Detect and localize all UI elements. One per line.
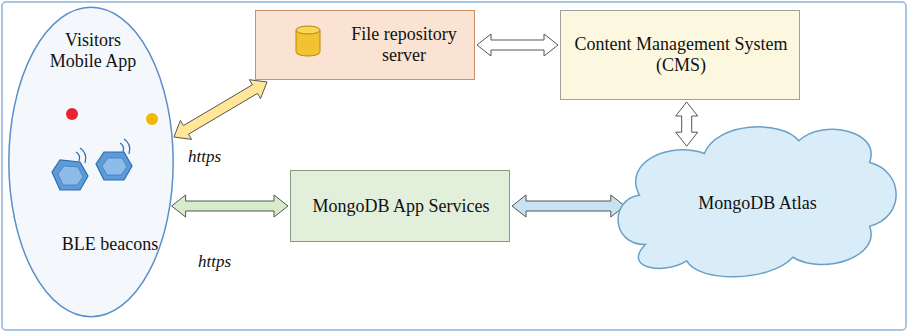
double-arrow	[477, 34, 558, 56]
services-box: MongoDB App Services	[290, 170, 510, 242]
atlas-cloud: MongoDB Atlas	[610, 108, 905, 290]
protocol-label: https	[186, 147, 223, 167]
cms-box: Content Management System (CMS)	[560, 10, 800, 100]
protocol-label: https	[196, 252, 233, 272]
server-box: File repository server	[255, 10, 475, 80]
node-title: MongoDB Atlas	[610, 193, 905, 214]
node-title: File repository server	[336, 24, 472, 66]
node-title: MongoDB App Services	[291, 196, 511, 217]
node-title: Content Management System (CMS)	[561, 34, 801, 76]
app-ellipse: Visitors Mobile AppBLE beacons	[8, 6, 174, 318]
double-arrow	[172, 195, 288, 217]
double-arrow	[174, 80, 267, 140]
node-subtitle: BLE beacons	[56, 234, 164, 255]
node-title: Visitors Mobile App	[38, 30, 148, 72]
double-arrow	[512, 195, 625, 217]
double-arrow	[676, 102, 698, 146]
